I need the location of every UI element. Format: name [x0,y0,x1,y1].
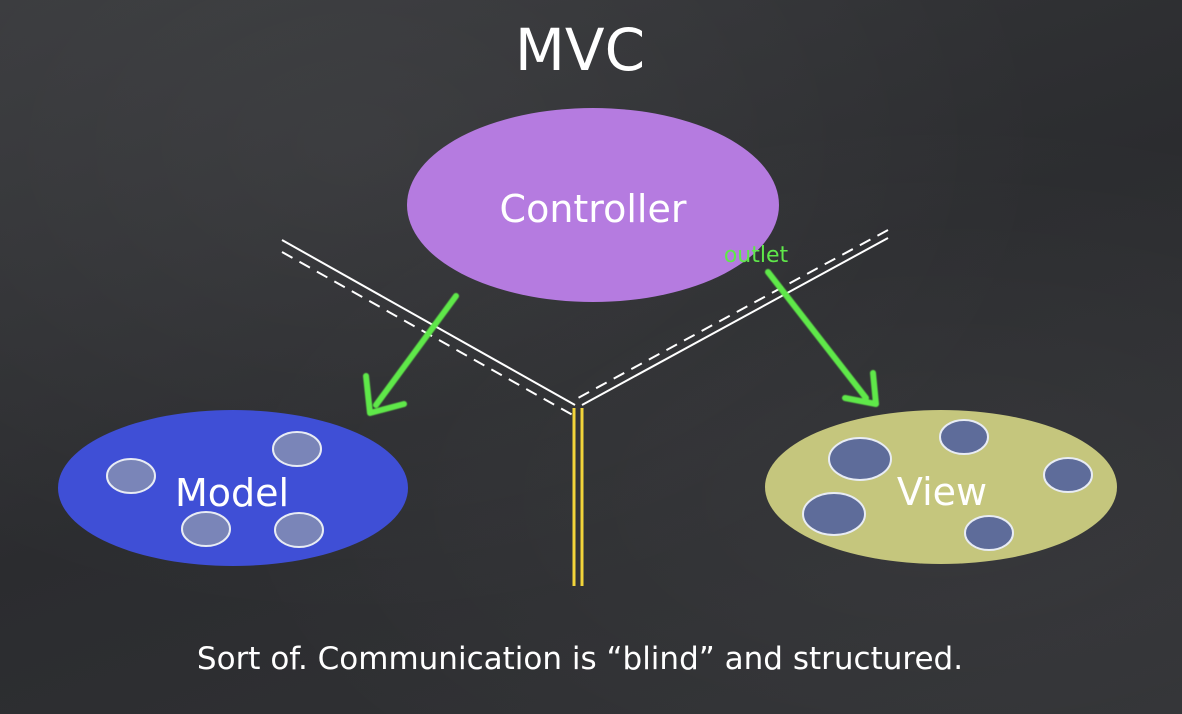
view-object [828,437,892,481]
arrow-controller-to-view [765,269,879,407]
right-solid-line [581,237,889,406]
view-objects [802,419,1093,551]
slide-caption: Sort of. Communication is “blind” and st… [197,641,963,677]
left-solid-line [281,239,576,406]
outlet-label: outlet [724,243,789,268]
model-label: Model [175,471,289,515]
slide-title: MVC [515,16,645,84]
controller-label: Controller [500,187,687,231]
model-object [106,458,156,494]
view-label: View [897,470,987,514]
model-objects [106,431,324,548]
controller-ellipse [407,108,779,302]
view-object [802,492,866,536]
model-object [272,431,322,467]
view-object [1043,457,1093,493]
model-object [181,511,231,547]
arrow-controller-to-model [363,293,459,416]
view-object [964,515,1014,551]
view-object [939,419,989,455]
model-object [274,512,324,548]
